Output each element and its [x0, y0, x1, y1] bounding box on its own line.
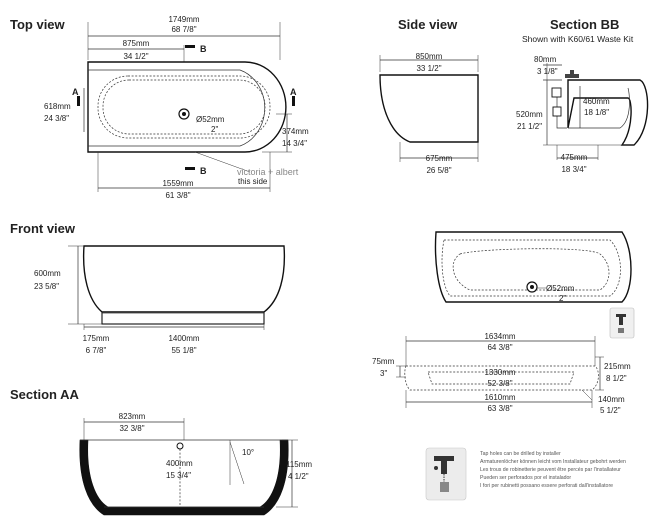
plan-corner-in: 5 1/2": [600, 406, 621, 415]
top-depth-in: 24 3/8": [44, 114, 69, 123]
top-view-title: Top view: [10, 17, 66, 32]
top-view-drawing: 1749mm 68 7/8" 875mm 34 1/2" B B Ø52mm 2…: [44, 15, 309, 200]
plan-mid-mm: 1330mm: [484, 368, 515, 377]
top-overall-mm: 1749mm: [168, 15, 199, 24]
plan-corner-mm: 140mm: [598, 395, 625, 404]
aa-width-in: 32 3/8": [119, 424, 144, 433]
bb-460-in: 18 1/8": [584, 108, 609, 117]
side-view-drawing: 850mm 33 1/2" 675mm 26 5/8": [379, 52, 479, 175]
side-top-in: 33 1/2": [416, 64, 441, 73]
section-aa-title: Section AA: [10, 387, 79, 402]
this-side-label: this side: [238, 177, 268, 186]
bb-520-in: 21 1/2": [517, 122, 542, 131]
top-bottom-mm: 1559mm: [162, 179, 193, 188]
front-view-drawing: 600mm 23 5/8" 175mm 6 7/8" 1400mm 55 1/8…: [34, 245, 286, 355]
front-height-in: 23 5/8": [34, 282, 59, 291]
marker-a-left: A: [72, 87, 79, 97]
plan-left-mm: 75mm: [372, 357, 395, 366]
marker-a-right: A: [290, 87, 297, 97]
bb-80-mm: 80mm: [534, 55, 557, 64]
tap-note-line-4: Pueden ser perforados por el instalador: [480, 475, 571, 481]
side-base-mm: 675mm: [426, 154, 453, 163]
plan-right-in: 8 1/2": [606, 374, 627, 383]
top-depth-mm: 618mm: [44, 102, 71, 111]
aa-inner-in: 15 3/4": [166, 471, 191, 480]
marker-b-top: B: [200, 44, 207, 54]
bb-460-mm: 460mm: [583, 97, 610, 106]
bb-520-mm: 520mm: [516, 110, 543, 119]
top-inner-in: 14 3/4": [282, 139, 307, 148]
front-base-in: 55 1/8": [171, 346, 196, 355]
tap-icon-small: [616, 314, 626, 333]
aa-angle: 10°: [242, 448, 254, 457]
top-half-in: 34 1/2": [123, 52, 148, 61]
front-base-mm: 1400mm: [168, 334, 199, 343]
top-inner-mm: 374mm: [282, 127, 309, 136]
plan-bottom-in: 63 3/8": [487, 404, 512, 413]
tap-note-line-3: Les trous de robinetterie peuvent être p…: [480, 467, 621, 473]
tap-note-line-2: Armaturenlöcher können leicht vom Instal…: [480, 459, 626, 465]
front-view-title: Front view: [10, 221, 76, 236]
front-plinth-mm: 175mm: [83, 334, 110, 343]
section-aa-drawing: 823mm 32 3/8" 400mm 15 3/4" 10° 115mm 4 …: [79, 412, 312, 516]
side-view-title: Side view: [398, 17, 458, 32]
plan-waste-mm: Ø52mm: [546, 284, 575, 293]
section-bb-drawing: 80mm 3 1/8" 520mm 21 1/2" 460mm 18 1/8" …: [516, 55, 649, 174]
plan-right-mm: 215mm: [604, 362, 631, 371]
brand-logo-text: victoria + albert: [237, 167, 299, 177]
side-top-mm: 850mm: [416, 52, 443, 61]
section-bb-title: Section BB: [550, 17, 619, 32]
aa-depth-in: 4 1/2": [288, 472, 309, 481]
top-overall-in: 68 7/8": [171, 25, 196, 34]
top-bottom-in: 61 3/8": [165, 191, 190, 200]
plan-waste-in: 2": [559, 294, 566, 303]
plan-left-in: 3": [380, 369, 387, 378]
bb-475-in: 18 3/4": [561, 165, 586, 174]
tap-note-line-5: I fori per rubinetti possano essere perf…: [480, 483, 613, 489]
aa-width-mm: 823mm: [119, 412, 146, 421]
plan-top-mm: 1634mm: [484, 332, 515, 341]
bb-475-mm: 475mm: [561, 153, 588, 162]
section-bb-subtitle: Shown with K60/61 Waste Kit: [522, 34, 634, 44]
front-plinth-in: 6 7/8": [86, 346, 107, 355]
plan-mid-in: 52 3/8": [487, 379, 512, 388]
top-half-mm: 875mm: [123, 39, 150, 48]
side-base-in: 26 5/8": [426, 166, 451, 175]
top-waste-mm: Ø52mm: [196, 115, 225, 124]
tap-icon: [434, 456, 454, 492]
top-waste-in: 2": [211, 125, 218, 134]
tap-hole-note: Tap holes can be drilled by installer Ar…: [425, 447, 626, 501]
plan-detail-drawing: Ø52mm 2" 1634mm 64 3/8" 75mm 3" 1330mm 5…: [372, 231, 635, 415]
aa-inner-mm: 400mm: [166, 459, 193, 468]
marker-b-bottom: B: [200, 166, 207, 176]
front-height-mm: 600mm: [34, 269, 61, 278]
plan-bottom-mm: 1610mm: [484, 393, 515, 402]
aa-depth-mm: 115mm: [286, 460, 312, 469]
tap-note-line-1: Tap holes can be drilled by installer: [480, 451, 561, 457]
plan-top-in: 64 3/8": [487, 343, 512, 352]
bb-80-in: 3 1/8": [537, 67, 558, 76]
